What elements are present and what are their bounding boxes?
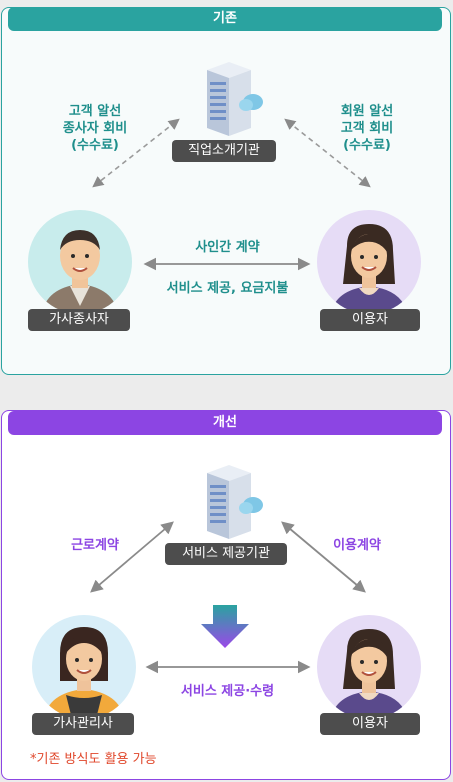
manager-avatar: [32, 615, 136, 719]
down-arrow-icon: [201, 605, 249, 648]
agency-label: 직업소개기관: [172, 140, 276, 162]
user-avatar: [317, 210, 421, 314]
user-label: 이용자: [320, 713, 420, 735]
existing-header: 기존: [8, 7, 442, 31]
worker-label: 가사종사자: [28, 309, 130, 331]
user-label: 이용자: [320, 309, 420, 331]
arrow-worker-provider: [90, 521, 174, 593]
provider-label: 서비스 제공기관: [165, 543, 287, 565]
usage-contract-text: 이용계약: [333, 538, 381, 553]
arrow-user-provider: [281, 521, 366, 593]
server-icon: [199, 60, 267, 142]
contract-text: 사인간 계약: [195, 240, 260, 255]
service-receive-text: 서비스 제공·수령: [180, 684, 275, 699]
manager-label: 가사관리사: [32, 713, 134, 735]
improved-header: 개선: [8, 411, 442, 435]
service-payment-text: 서비스 제공, 요금지불: [166, 281, 289, 296]
server-icon: [199, 463, 267, 545]
labor-contract-text: 근로계약: [71, 538, 119, 553]
footnote: *기존 방식도 활용 가능: [30, 752, 157, 767]
worker-avatar: [28, 210, 132, 314]
user-avatar: [317, 615, 421, 719]
